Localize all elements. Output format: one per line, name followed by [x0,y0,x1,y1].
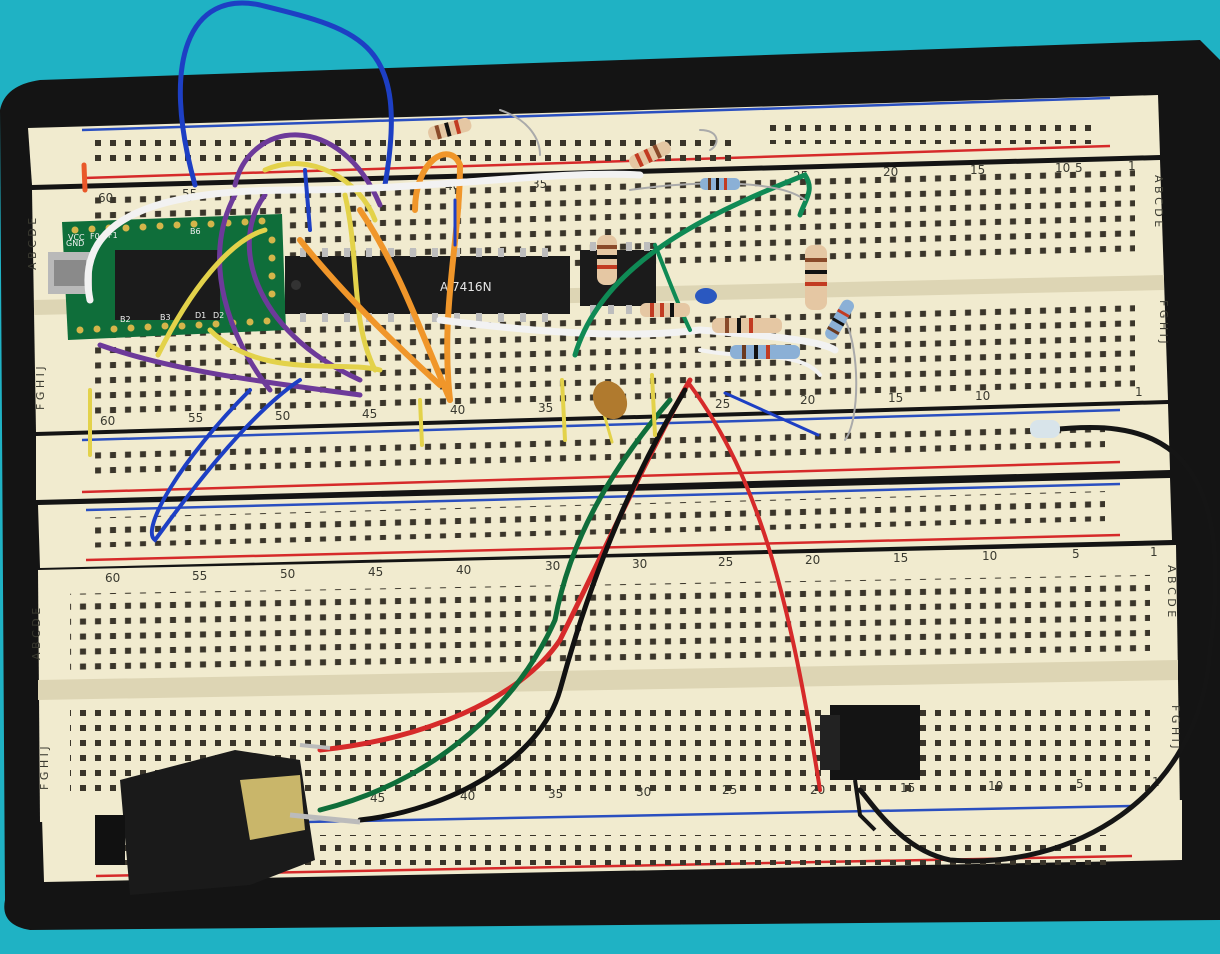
resistor-icon [428,117,472,141]
ic-chip-main: A 7416N [285,248,570,322]
lower-letters-left-bottom: F G H I J [38,746,51,790]
upper-letters-left-bottom: F G H I J [34,366,47,410]
led-icon [1030,420,1060,438]
pin-label-vcc: VCC [68,233,85,242]
resistor-icon [640,303,690,317]
lower-num-25: 25 [718,555,733,569]
upper-bnum-35: 35 [538,401,553,415]
resistor-icon [825,299,855,340]
lower-letters-right-bottom: F G H I J [1169,705,1182,749]
resistor-icon [805,245,827,310]
capacitor-icon [695,288,717,304]
upper-bnum-25: 25 [715,397,730,411]
upper-bnum-50: 50 [275,409,290,423]
upper-bnum-15: 15 [888,391,903,405]
upper-bnum-1: 1 [1135,385,1143,399]
resistor-icon [629,141,671,169]
upper-num-5: 5 [1075,161,1083,175]
lower-num-1: 1 [1150,545,1158,559]
upper-num-1: 1 [1128,159,1136,173]
lower-letters-right-top: A B C D E [1165,565,1178,617]
audio-jack [95,743,361,895]
upper-bnum-60: 60 [100,414,115,428]
pin-label-b6: B6 [190,227,201,236]
power-jack [820,705,920,832]
ic-chip-small [580,242,656,314]
upper-bnum-55: 55 [188,411,203,425]
lower-num-55: 55 [192,569,207,583]
pin-label-gnd: GND [66,239,84,248]
lower-num-40: 40 [456,563,471,577]
lower-num-20: 20 [805,553,820,567]
lower-bnum-15: 15 [900,781,915,795]
lower-num-5: 5 [1072,547,1080,561]
upper-letters-right-bottom: F G H I J [1157,300,1170,344]
lower-num-45: 45 [368,565,383,579]
upper-bnum-45: 45 [362,407,377,421]
upper-num-60: 60 [98,191,113,205]
resistor-icon [730,345,800,359]
resistor-icon [700,178,740,190]
pin-label-b2: B2 [120,315,131,324]
pin-label-f0: F0 [90,232,100,241]
pin-label-d2: D2 [213,311,224,320]
upper-bnum-20: 20 [800,393,815,407]
lower-num-15: 15 [893,551,908,565]
lower-num-60: 60 [105,571,120,585]
mcu-chip [115,250,220,320]
upper-num-15: 15 [970,163,985,177]
lower-bnum-5: 5 [1076,777,1084,791]
lower-num-30b: 30 [632,557,647,571]
lower-bnum-10: 10 [988,779,1003,793]
upper-bnum-40: 40 [450,403,465,417]
jumper-wires [81,0,1218,864]
lower-bnum-35: 35 [548,787,563,801]
upper-bnum-10: 10 [975,389,990,403]
resistor-icon [712,318,782,333]
lower-num-50: 50 [280,567,295,581]
upper-breadboard: 60 55 40 35 25 20 15 10 5 1 60 55 50 45 … [26,95,1170,500]
lower-num-10: 10 [982,549,997,563]
upper-num-10: 10 [1055,161,1070,175]
capacitor-icon [592,380,628,420]
resistors [428,117,855,359]
upper-letters-left-top: A B C D E [26,218,39,270]
resistor-icon [597,235,617,285]
microcontroller-board: GND VCC F0 F1 B6 B2 B3 D1 D2 [48,214,286,340]
upper-num-20: 20 [883,165,898,179]
lower-bnum-30: 30 [636,785,651,799]
upper-letters-right-top: A B C D E [1152,175,1165,227]
lower-num-30a: 30 [545,559,560,573]
pin-label-d1: D1 [195,311,206,320]
pin-label-f1: F1 [108,231,118,240]
lower-bnum-25: 25 [722,783,737,797]
pin-label-b3: B3 [160,313,171,322]
lower-letters-left-top: A B C D E [30,608,43,660]
